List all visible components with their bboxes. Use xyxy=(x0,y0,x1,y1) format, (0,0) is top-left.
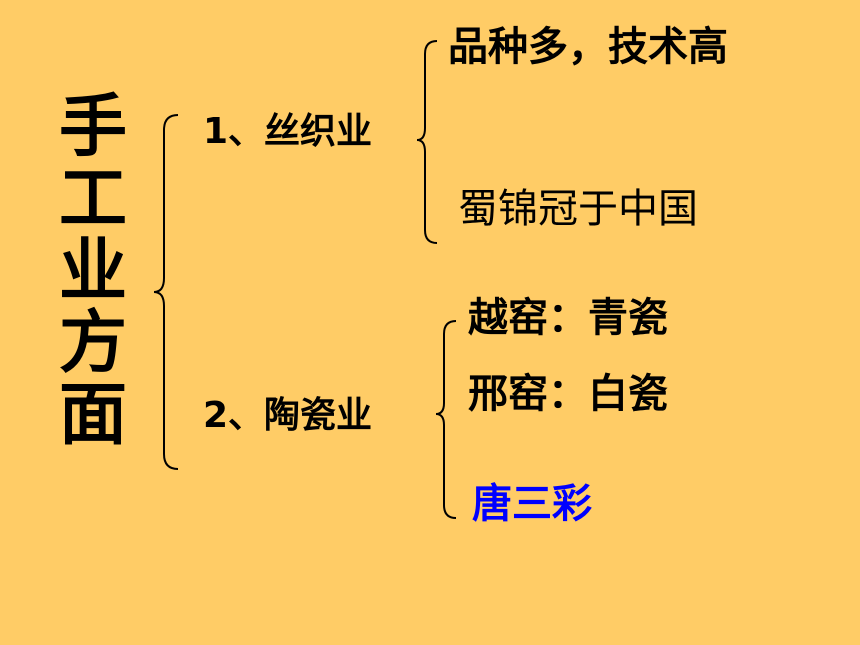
ceramics-item-yueyao: 越窑：青瓷 xyxy=(468,295,668,341)
main-title: 手工业方面 xyxy=(58,88,127,455)
ceramics-item-xingyao: 邢窑：白瓷 xyxy=(468,371,668,417)
ceramics-item-tang-sancai: 唐三彩 xyxy=(472,481,592,527)
ceramics-brace xyxy=(435,320,457,519)
silk-item-variety: 品种多，技术高 xyxy=(448,24,728,70)
branch-ceramics-label: 2、陶瓷业 xyxy=(203,395,373,436)
silk-item-shujin: 蜀锦冠于中国 xyxy=(458,186,698,232)
branch-silk-label: 1、丝织业 xyxy=(203,111,373,152)
main-brace xyxy=(153,114,179,470)
silk-brace xyxy=(416,40,438,244)
